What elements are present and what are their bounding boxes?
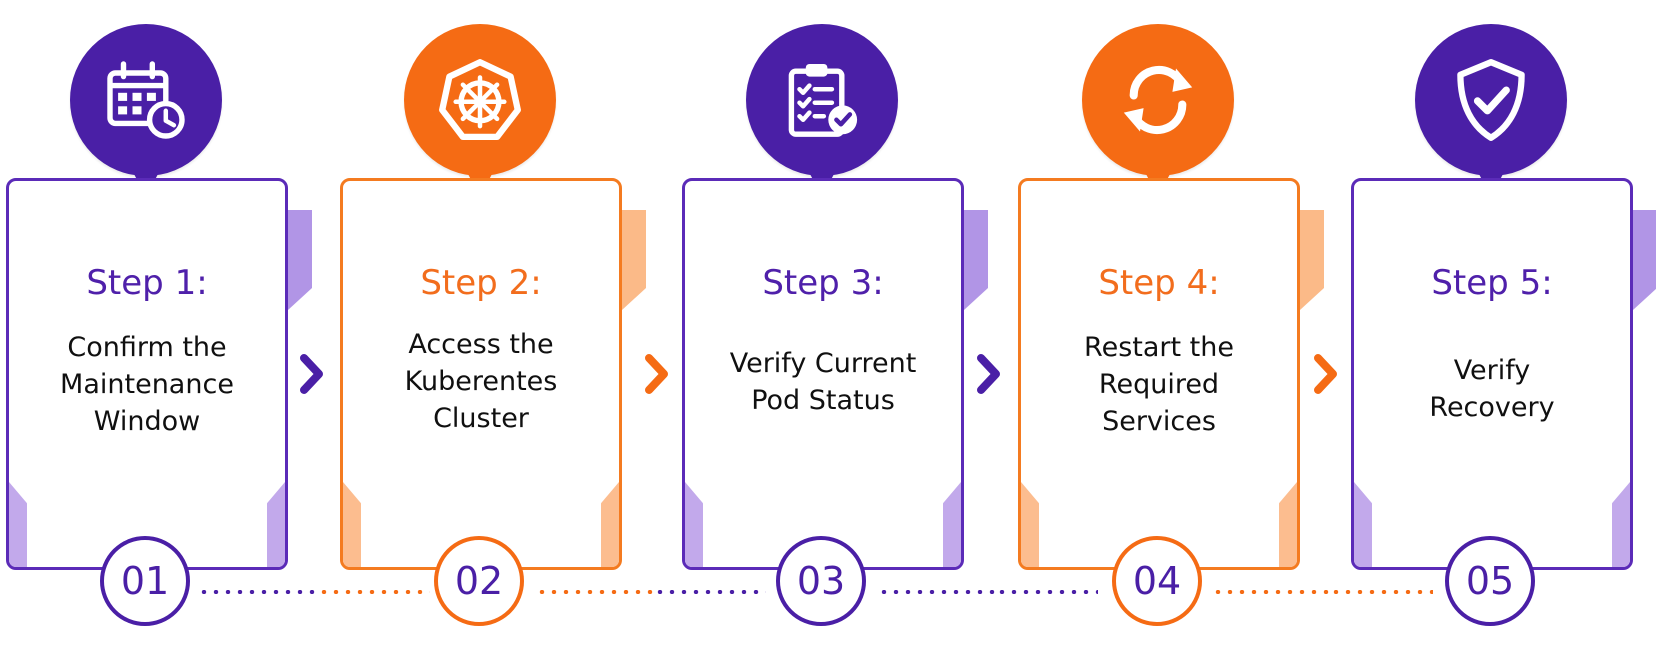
dotted-connector-4-orange-right	[1330, 590, 1433, 594]
step-1-side-tab	[288, 210, 312, 310]
step-4-description-line-2: Required	[1098, 369, 1220, 400]
dotted-connector-3-purple	[878, 590, 996, 594]
chevron-right-icon	[977, 354, 1000, 394]
step-3-description-line-1: Verify Current	[729, 348, 917, 379]
step-1-description: Confirm the Maintenance Window	[24, 329, 270, 440]
chevron-right-icon	[645, 354, 668, 394]
step-4-card: Step 4: Restart the Required Services 04	[1018, 0, 1324, 650]
step-1-number-badge: 01	[100, 536, 190, 626]
step-5-description: Verify Recovery	[1369, 352, 1615, 426]
step-1-description-line-2: Maintenance	[60, 369, 234, 400]
step-1-panel	[6, 178, 288, 570]
chevron-right-icon	[300, 354, 323, 394]
step-5-left-corner	[1354, 482, 1372, 567]
step-4-label: Step 4:	[1098, 263, 1220, 303]
step-2-label: Step 2:	[420, 263, 542, 303]
step-2-side-tab	[622, 210, 646, 310]
step-4-right-corner	[1279, 482, 1297, 567]
step-5-right-corner	[1612, 482, 1630, 567]
step-4-left-corner	[1021, 482, 1039, 567]
step-1-left-corner	[9, 482, 27, 567]
step-5-panel	[1351, 178, 1633, 570]
step-3-description: Verify Current Pod Status	[700, 345, 946, 419]
clipboard-checklist-icon	[788, 64, 858, 137]
step-3-description-line-2: Pod Status	[751, 385, 895, 416]
step-5-label: Step 5:	[1431, 263, 1553, 303]
step-5-description-line-2: Recovery	[1429, 392, 1555, 423]
step-3-left-corner	[685, 482, 703, 567]
step-2-icon-bubble	[404, 24, 556, 176]
refresh-icon	[1123, 65, 1193, 135]
step-5-description-line-1: Verify	[1453, 355, 1531, 386]
step-1-description-line-1: Confirm the	[67, 332, 227, 363]
step-2-panel	[340, 178, 622, 570]
shield-check-icon	[1457, 59, 1525, 141]
step-4-icon-bubble	[1082, 24, 1234, 176]
step-1-label: Step 1:	[86, 263, 208, 303]
dotted-connector-4-orange	[1212, 590, 1330, 594]
calendar-clock-icon	[107, 61, 185, 139]
step-1-description-line-3: Window	[93, 406, 201, 437]
step-3-card: Step 3: Verify Current Pod Status 03	[682, 0, 988, 650]
step-3-icon-bubble	[746, 24, 898, 176]
step-2-left-corner	[343, 482, 361, 567]
step-3-number-badge: 03	[776, 536, 866, 626]
step-3-label: Step 3:	[762, 263, 884, 303]
step-1-card: Step 1: Confirm the Maintenance Window 0…	[6, 0, 312, 650]
dotted-connector-2-purple	[654, 590, 766, 594]
chevron-right-icon	[1314, 354, 1337, 394]
step-3-side-tab	[964, 210, 988, 310]
dotted-connector-1-orange	[318, 590, 430, 594]
dotted-connector-1-purple	[198, 590, 318, 594]
step-5-card: Step 5: Verify Recovery 05	[1351, 0, 1656, 650]
step-2-card: Step 2: Access the Kuberentes Cluster 02	[340, 0, 646, 650]
step-2-description-line-3: Cluster	[433, 403, 529, 434]
step-4-description: Restart the Required Services	[1036, 329, 1282, 440]
step-4-side-tab	[1300, 210, 1324, 310]
step-4-panel	[1018, 178, 1300, 570]
step-5-number-badge: 05	[1445, 536, 1535, 626]
step-2-description: Access the Kuberentes Cluster	[358, 326, 604, 437]
step-4-number-badge: 04	[1112, 536, 1202, 626]
dotted-connector-3-purple-right	[996, 590, 1098, 594]
step-1-icon-bubble	[70, 24, 222, 176]
step-2-description-line-2: Kuberentes	[404, 366, 558, 397]
step-4-description-line-1: Restart the	[1084, 332, 1234, 363]
step-5-icon-bubble	[1415, 24, 1567, 176]
step-3-right-corner	[943, 482, 961, 567]
step-2-number-badge: 02	[434, 536, 524, 626]
step-2-description-line-1: Access the	[408, 329, 554, 360]
step-4-description-line-3: Services	[1102, 406, 1216, 437]
step-5-side-tab	[1633, 210, 1656, 310]
kubernetes-helm-icon	[439, 59, 521, 141]
dotted-connector-2-orange	[536, 590, 654, 594]
step-1-right-corner	[267, 482, 285, 567]
step-2-right-corner	[601, 482, 619, 567]
